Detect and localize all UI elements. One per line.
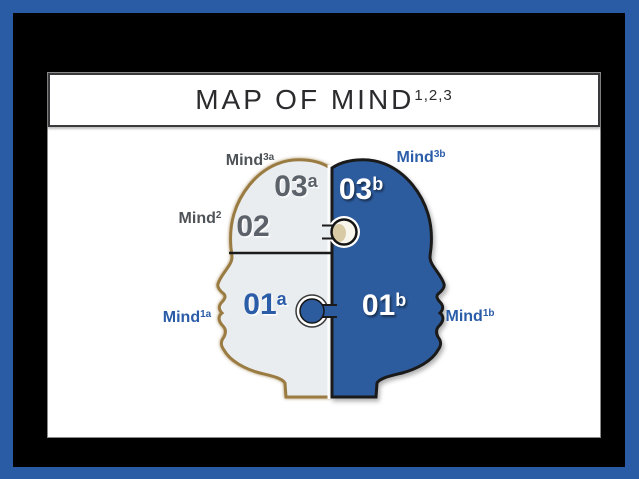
left-head-silhouette bbox=[216, 158, 332, 399]
label-mind-2: Mind2 bbox=[178, 210, 222, 227]
heads-puzzle-graphic bbox=[216, 158, 446, 399]
right-head-silhouette bbox=[330, 158, 446, 399]
page-title: MAP OF MIND1,2,3 bbox=[195, 84, 453, 116]
mind-map-diagram: Mind3a Mind3b Mind2 Mind1a Mind1b 03a 03… bbox=[48, 127, 600, 437]
puzzle-knob-top bbox=[322, 216, 360, 248]
label-mind-1b: Mind1b bbox=[445, 308, 495, 325]
title-box: MAP OF MIND1,2,3 bbox=[48, 73, 600, 127]
center-divider-gap bbox=[327, 165, 333, 399]
section-03b: 03b bbox=[338, 173, 384, 206]
section-03a: 03a bbox=[274, 170, 318, 203]
section-01b: 01b bbox=[361, 289, 407, 322]
section-02: 02 bbox=[236, 210, 270, 243]
label-mind-3a: Mind3a bbox=[225, 152, 275, 169]
page-title-text: MAP OF MIND bbox=[195, 84, 415, 115]
label-mind-1a: Mind1a bbox=[162, 309, 212, 326]
section-01a: 01a bbox=[243, 288, 287, 321]
label-mind-3b: Mind3b bbox=[396, 149, 446, 166]
page-title-superscript: 1,2,3 bbox=[414, 87, 453, 104]
puzzle-knob-bottom bbox=[295, 294, 339, 328]
content-panel: MAP OF MIND1,2,3 bbox=[47, 72, 601, 438]
